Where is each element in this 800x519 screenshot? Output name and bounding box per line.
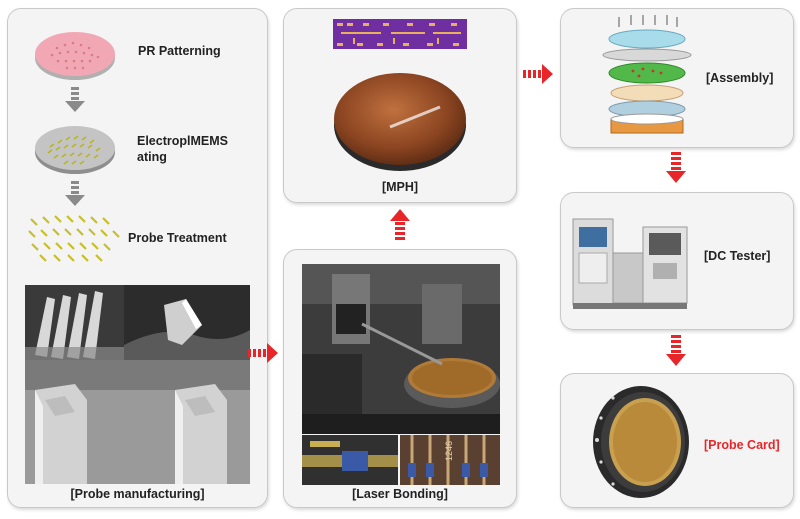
electroplating-label-line1: ElectroplMEMS [137,134,228,148]
mph-substrate-cross-section-image [333,19,467,49]
probe-card-panel: [Probe Card] [560,373,794,508]
pr-patterning-wafer-image [35,32,115,80]
mph-caption: [MPH] [381,180,419,194]
laser-bonding-caption: [Laser Bonding] [352,487,448,501]
closeup-photo-number: 1246 [444,441,454,461]
mph-panel: [MPH] [283,8,517,203]
electroplating-wafer-image [35,126,115,174]
probe-sem-image-bottom [25,360,250,484]
step-arrow-down-icon [65,181,85,206]
laser-bonding-panel: 1246 [Laser Bonding] [283,249,517,508]
laser-bonding-machine-image [302,264,500,434]
probe-card-caption: [Probe Card] [704,438,780,452]
dc-tester-panel: [DC Tester] [560,192,794,330]
probe-treatment-label: Probe Treatment [128,231,227,245]
assembly-caption: [Assembly] [706,71,774,85]
probe-manufacturing-caption: [Probe manufacturing] [70,487,205,501]
laser-bonding-closeup-right-image: 1246 [400,435,500,485]
probe-treatment-image [28,215,120,262]
flow-arrow-right-icon [248,343,278,363]
assembly-panel: [Assembly] [560,8,794,148]
flow-arrow-down-icon [666,335,686,366]
pr-patterning-label: PR Patterning [138,44,221,58]
electroplating-label-line2: ating [137,150,167,164]
mph-wafer-image [334,73,466,171]
assembly-exploded-view-image [602,15,692,134]
probe-card-image [593,386,689,498]
dc-tester-caption: [DC Tester] [704,249,771,263]
flow-arrow-up-icon [390,209,410,240]
step-arrow-down-icon [65,87,85,112]
probe-manufacturing-panel: PR Patterning ElectroplMEMS ating Probe … [7,8,268,508]
probe-sem-image-top-right [124,285,250,360]
dc-tester-machine-image [572,218,688,309]
flow-arrow-down-icon [666,152,686,183]
laser-bonding-closeup-left-image [302,435,398,485]
probe-sem-image-top-left [25,285,124,360]
flow-arrow-right-icon [523,64,553,84]
